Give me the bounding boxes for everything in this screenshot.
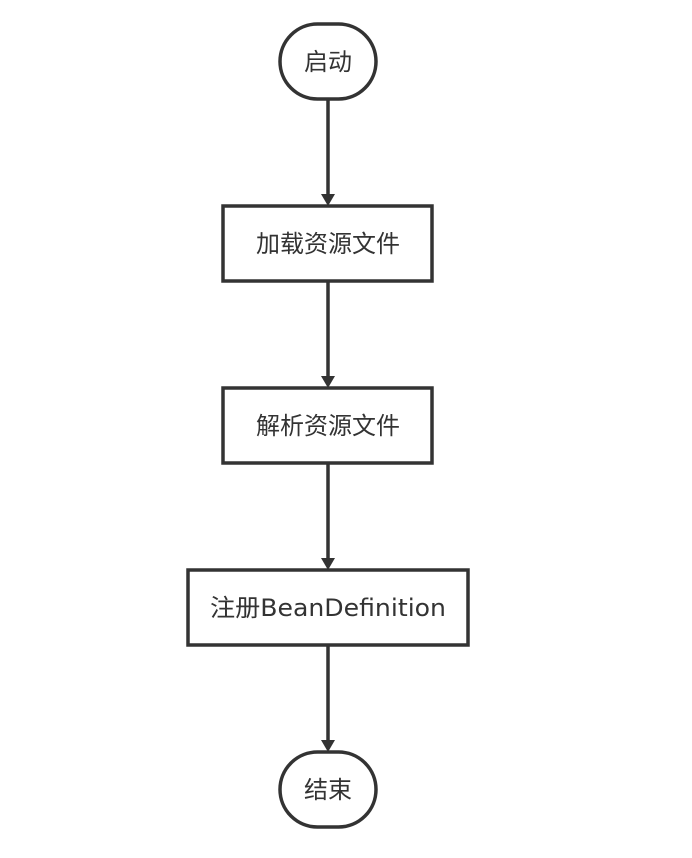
process-shape	[186, 568, 470, 647]
process-shape	[221, 204, 434, 283]
node-load-resources: 加载资源文件	[221, 204, 434, 283]
process-shape	[221, 386, 434, 465]
arrowhead-icon	[321, 376, 335, 388]
node-label: 加载资源文件	[256, 230, 400, 258]
terminal-shape	[278, 750, 378, 829]
arrowhead-icon	[321, 194, 335, 206]
node-register-bean-definition: 注册BeanDefinition	[186, 568, 470, 647]
node-parse-resources: 解析资源文件	[221, 386, 434, 465]
node-label: 解析资源文件	[256, 412, 400, 440]
arrow-load-to-parse	[321, 281, 335, 388]
arrow-register-to-end	[321, 645, 335, 752]
arrowhead-icon	[321, 558, 335, 570]
node-label: 启动	[304, 48, 352, 76]
arrow-parse-to-register	[321, 463, 335, 570]
node-label: 结束	[304, 776, 352, 804]
terminal-shape	[278, 22, 378, 101]
node-end: 结束	[278, 750, 378, 829]
arrowhead-icon	[321, 740, 335, 752]
node-start: 启动	[278, 22, 378, 101]
node-label: 注册BeanDefinition	[210, 594, 446, 622]
arrow-start-to-load	[321, 99, 335, 206]
flow-edges	[321, 99, 335, 752]
